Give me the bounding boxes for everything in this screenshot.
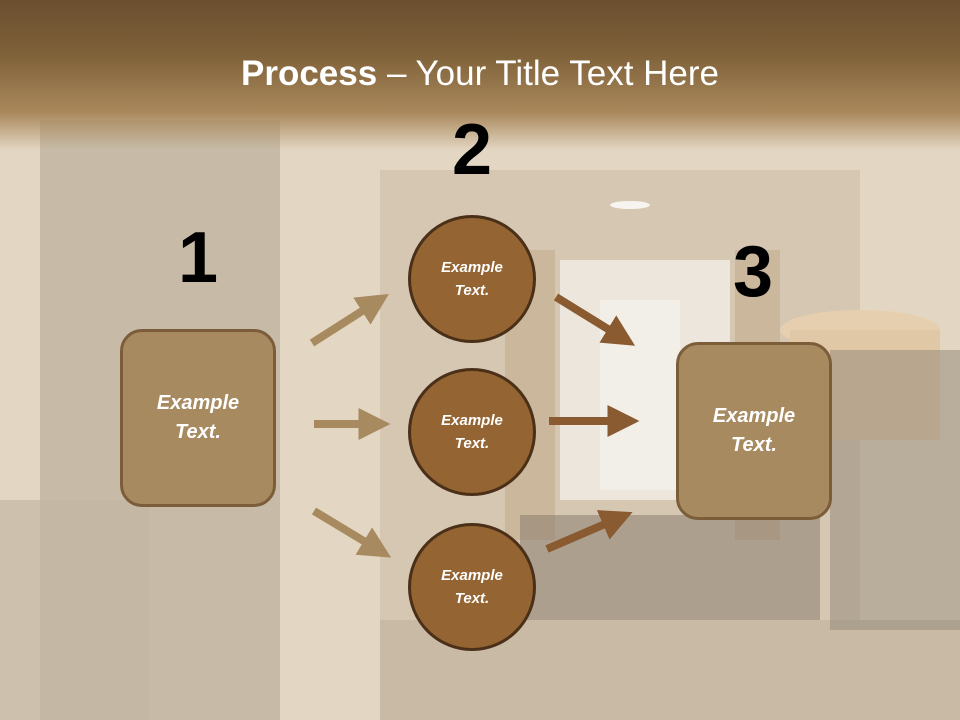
step-3-box[interactable]: Example Text. [676, 342, 832, 520]
step-2-circle-top[interactable]: Example Text. [408, 215, 536, 343]
step-number-1: 1 [177, 218, 219, 298]
step-number-2: 2 [451, 110, 493, 190]
step-number-3: 3 [732, 232, 774, 312]
circle-bottom-label: Example Text. [441, 567, 503, 607]
step-1-label: Example Text. [156, 392, 240, 443]
step-2-circle-bottom[interactable]: Example Text. [408, 523, 536, 651]
title-banner [0, 0, 960, 150]
title-bold: Process [241, 54, 378, 93]
circle-top-label: Example Text. [441, 259, 503, 299]
step-3-label: Example Text. [712, 405, 796, 456]
circle-middle-label: Example Text. [441, 412, 503, 452]
slide-title: Process – Your Title Text Here [0, 52, 960, 96]
step-2-circle-middle[interactable]: Example Text. [408, 368, 536, 496]
step-1-box[interactable]: Example Text. [120, 329, 276, 507]
title-rest: – Your Title Text Here [377, 54, 719, 93]
